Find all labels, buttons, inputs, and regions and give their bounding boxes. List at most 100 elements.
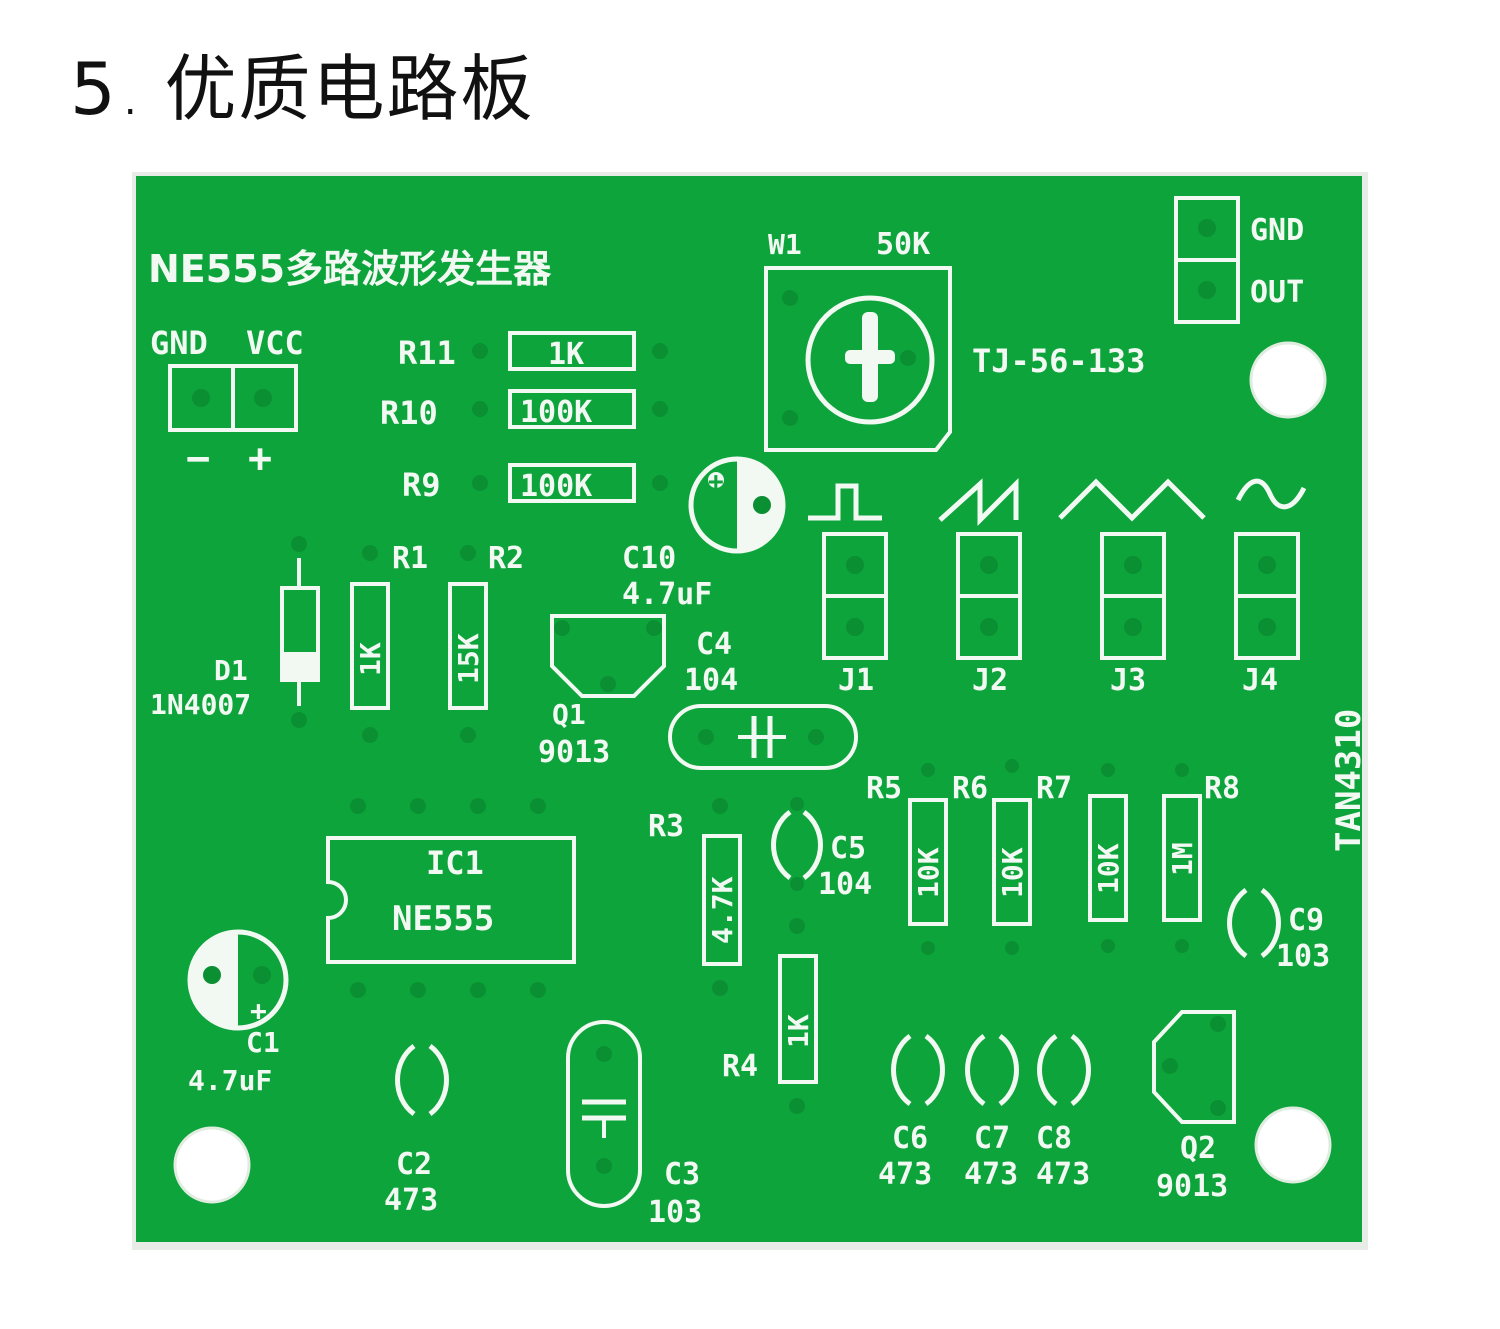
heading-dot: . [123, 78, 139, 124]
resistor-r3: 4.7K [702, 798, 742, 996]
capacitor-c9 [1227, 887, 1281, 959]
resistor-r7: 10K [1088, 763, 1128, 953]
svg-text:R10: R10 [380, 394, 438, 432]
power-connector [168, 364, 298, 432]
pad [254, 389, 272, 407]
resistor-r4: 1K [778, 918, 818, 1114]
ic1-ne555: IC1 NE555 [326, 798, 576, 998]
mounting-hole [1249, 341, 1327, 419]
d1-value-label: 1N4007 [150, 688, 251, 721]
page-heading: 5 . 优质电路板 [70, 30, 535, 135]
svg-text:10K: 10K [1092, 843, 1125, 894]
c8-value-label: 473 [1036, 1157, 1090, 1192]
resistor-r5: 10K [908, 763, 948, 955]
power-plus-label: + [248, 436, 272, 482]
c7-value-label: 473 [964, 1157, 1018, 1192]
c10-ref-label: C10 [622, 541, 676, 576]
jumper-j4: J4 [1234, 532, 1300, 698]
capacitor-c3 [566, 1020, 642, 1208]
c9-value-label: 103 [1276, 939, 1330, 974]
c1-value-label: 4.7uF [188, 1064, 272, 1097]
resistor-r2: 15K [448, 545, 488, 743]
pot-ref-label: W1 [768, 228, 802, 261]
q1-value-label: 9013 [538, 735, 610, 770]
svg-text:100K: 100K [520, 469, 592, 504]
svg-text:+: + [708, 467, 724, 497]
c6-ref-label: C6 [892, 1121, 928, 1156]
capacitor-c10: + [688, 456, 786, 554]
svg-text:J1: J1 [838, 663, 874, 698]
c3-value-label: 103 [648, 1195, 702, 1230]
resistor-r1: 1K [350, 545, 390, 743]
heading-number: 5 [70, 47, 118, 131]
triangle-wave-icon [1058, 478, 1206, 522]
r4-ref-label: R4 [722, 1049, 758, 1084]
capacitor-c8 [1037, 1033, 1091, 1107]
capacitor-c2 [395, 1043, 449, 1117]
jumper-j3: J3 [1100, 532, 1166, 698]
c3-ref-label: C3 [664, 1157, 700, 1192]
d1-ref-label: D1 [214, 654, 248, 687]
capacitor-c5 [771, 797, 823, 891]
svg-text:IC1: IC1 [426, 844, 484, 882]
svg-text:R9: R9 [402, 466, 441, 504]
diode-d1 [280, 536, 320, 728]
capacitor-c1: + [187, 929, 289, 1031]
svg-text:+: + [250, 994, 267, 1027]
output-out-label: OUT [1250, 275, 1304, 310]
power-vcc-label: VCC [246, 324, 304, 362]
potentiometer-w1 [764, 266, 952, 452]
c2-value-label: 473 [384, 1183, 438, 1218]
r3-ref-label: R3 [648, 809, 684, 844]
capacitor-c7 [965, 1033, 1019, 1107]
mounting-hole [1254, 1106, 1332, 1184]
sawtooth-wave-icon [938, 477, 1019, 527]
r6-ref-label: R6 [952, 771, 988, 806]
c8-ref-label: C8 [1036, 1121, 1072, 1156]
capacitor-c6 [891, 1033, 945, 1107]
svg-text:NE555: NE555 [392, 899, 494, 939]
jumper-j2: J2 [956, 532, 1022, 698]
resistor-r10: R10 100K [380, 389, 668, 432]
pcb-board [136, 176, 1362, 1242]
svg-text:1M: 1M [1166, 842, 1199, 876]
output-gnd-label: GND [1250, 213, 1304, 248]
r1-ref-label: R1 [392, 541, 428, 576]
resistor-r9: R9 100K [402, 463, 668, 504]
svg-text:R11: R11 [398, 334, 456, 372]
board-code-label: TAN4310 [1329, 709, 1369, 852]
svg-text:10K: 10K [912, 847, 945, 898]
q2-value-label: 9013 [1156, 1169, 1228, 1204]
sine-wave-icon [1235, 478, 1307, 510]
svg-text:15K: 15K [452, 633, 485, 684]
svg-text:4.7K: 4.7K [706, 876, 739, 944]
power-minus-label: − [186, 436, 210, 482]
square-wave-icon [808, 483, 882, 521]
pad [192, 389, 210, 407]
pot-model-label: TJ-56-133 [972, 342, 1145, 380]
c5-value-label: 104 [818, 867, 872, 902]
heading-text: 优质电路板 [164, 47, 535, 131]
c10-value-label: 4.7uF [622, 577, 712, 612]
c4-value-label: 104 [684, 663, 738, 698]
svg-text:1K: 1K [548, 337, 584, 372]
transistor-q2 [1152, 1010, 1236, 1124]
r7-ref-label: R7 [1036, 771, 1072, 806]
mounting-hole [173, 1126, 251, 1204]
resistor-r6: 10K [992, 759, 1032, 955]
c1-ref-label: C1 [246, 1026, 280, 1059]
board-title: NE555多路波形发生器 [148, 247, 552, 291]
r2-ref-label: R2 [488, 541, 524, 576]
c2-ref-label: C2 [396, 1147, 432, 1182]
svg-text:J3: J3 [1110, 663, 1146, 698]
q1-ref-label: Q1 [552, 698, 586, 731]
pad [1198, 281, 1216, 299]
c4-ref-label: C4 [696, 627, 732, 662]
output-connector [1174, 196, 1240, 324]
svg-text:1K: 1K [782, 1014, 815, 1048]
q2-ref-label: Q2 [1180, 1131, 1216, 1166]
transistor-q1 [550, 614, 666, 698]
c7-ref-label: C7 [974, 1121, 1010, 1156]
svg-text:J4: J4 [1242, 663, 1278, 698]
